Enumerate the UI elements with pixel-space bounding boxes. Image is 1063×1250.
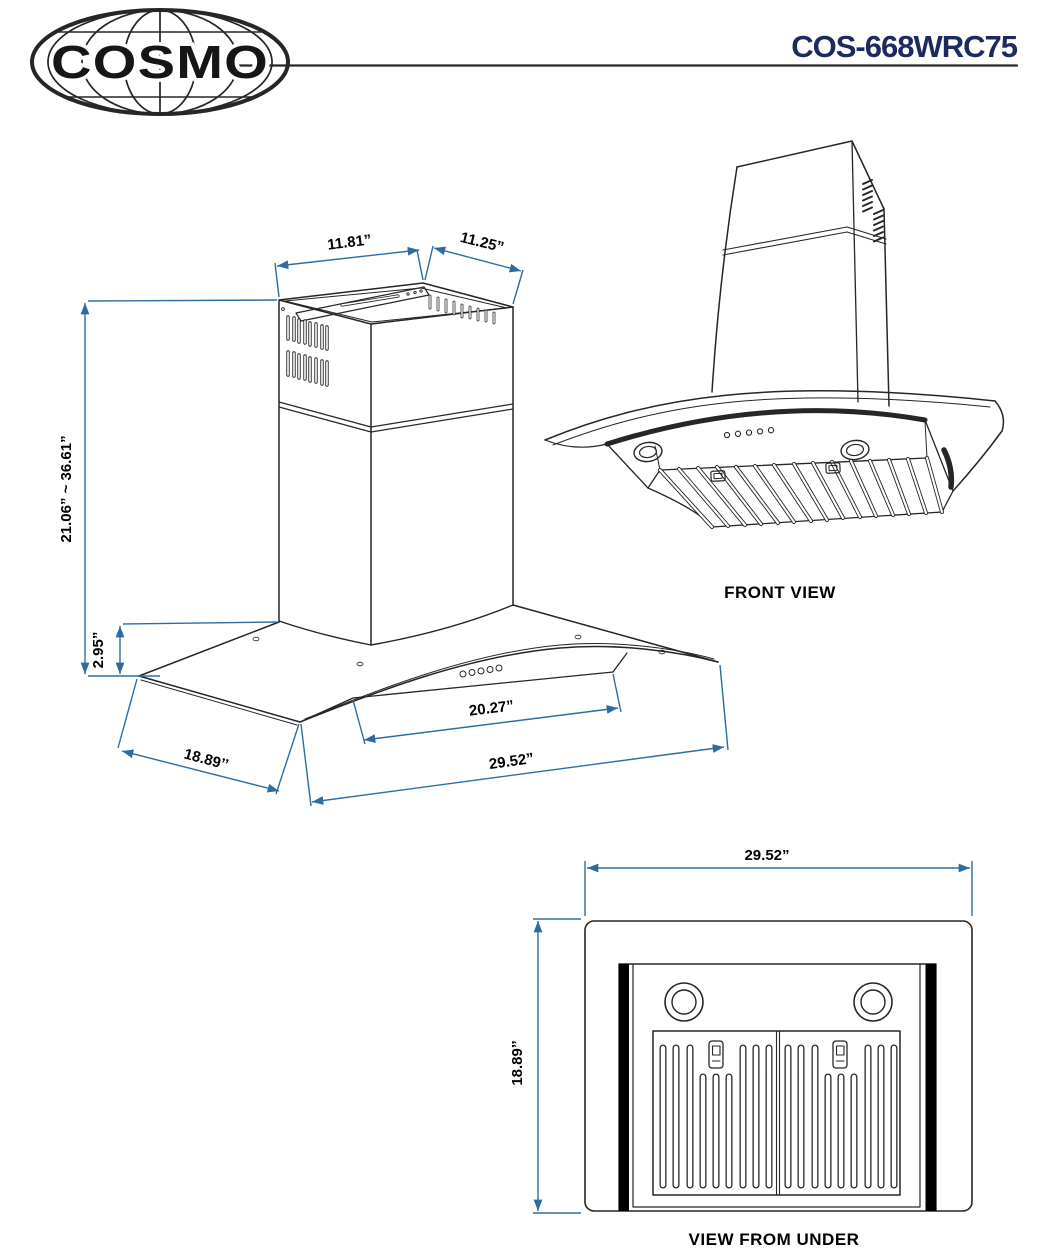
front-view-chimney [711, 140, 890, 407]
front-view-filters [658, 456, 944, 529]
dim-bottom-width: 29.52” [584, 847, 973, 916]
isometric-view: 11.81” 11.25” 21.06” ~ 36.61” 2.95” [58, 229, 729, 807]
dim-chimney-width-label: 11.81” [326, 231, 372, 253]
bottom-dimensions: 29.52” 18.89’’ [509, 847, 973, 1214]
iso-dimensions: 11.81” 11.25” 21.06” ~ 36.61” 2.95” [58, 229, 729, 807]
brand-text: COSMO [51, 37, 269, 88]
dim-height-range: 21.06” ~ 36.61” [58, 299, 278, 677]
dim-chimney-depth-label: 11.25” [459, 229, 506, 256]
dim-panel-width-label: 20.27” [468, 697, 515, 719]
filter-latch [825, 462, 841, 474]
dim-hood-width: 29.52” [300, 664, 729, 807]
dim-bottom-depth: 18.89’’ [509, 918, 581, 1214]
front-view-label: FRONT VIEW [724, 583, 836, 602]
screw-hole [281, 307, 285, 311]
dim-hood-depth-label: 18.89’’ [182, 746, 230, 774]
dim-hood-width-label: 29.52” [488, 750, 535, 773]
glass-gasket-band [604, 408, 928, 447]
model-number: COS-668WRC75 [791, 29, 1017, 64]
chimney [278, 282, 514, 646]
gasket-bar-left [619, 964, 629, 1211]
dim-glass-to-body-label: 2.95” [90, 632, 107, 669]
gasket-bar-right [925, 964, 936, 1211]
bottom-view: 29.52” 18.89’’ VIEW FROM UNDER [509, 847, 973, 1249]
glass-gasket-band-right [941, 447, 955, 490]
glass-outline [584, 920, 973, 1212]
bottom-view-label: VIEW FROM UNDER [689, 1230, 860, 1249]
glass-canopy [138, 604, 719, 726]
light-left [633, 441, 663, 463]
filter-latch [710, 470, 726, 482]
front-view-vent-slots [862, 179, 884, 243]
light-right [840, 439, 870, 461]
hood-body-edge [299, 671, 614, 723]
front-view: FRONT VIEW [544, 140, 1005, 602]
dim-bottom-width-label: 29.52” [744, 847, 789, 864]
glass-screws [252, 634, 666, 667]
cosmo-logo: COSMO [30, 8, 290, 116]
filter-latch [832, 1040, 848, 1069]
front-view-buttons [723, 427, 775, 439]
control-buttons [459, 664, 503, 678]
dim-glass-to-body: 2.95” [90, 621, 278, 674]
mounting-bracket [295, 286, 430, 322]
dim-height-range-label: 21.06” ~ 36.61” [58, 435, 75, 542]
chimney-vent-slots [286, 294, 496, 387]
filter-latch [708, 1040, 724, 1069]
front-view-interior [606, 419, 954, 529]
dim-bottom-depth-label: 18.89’’ [509, 1040, 526, 1085]
header: COSMO COS-668WRC75 [30, 8, 1019, 116]
dim-chimney-width: 11.81” [274, 231, 424, 298]
bottom-lights [664, 982, 893, 1022]
front-view-glass [544, 390, 1005, 492]
dim-panel-width: 20.27” [352, 673, 622, 745]
bottom-filters [652, 1030, 901, 1196]
